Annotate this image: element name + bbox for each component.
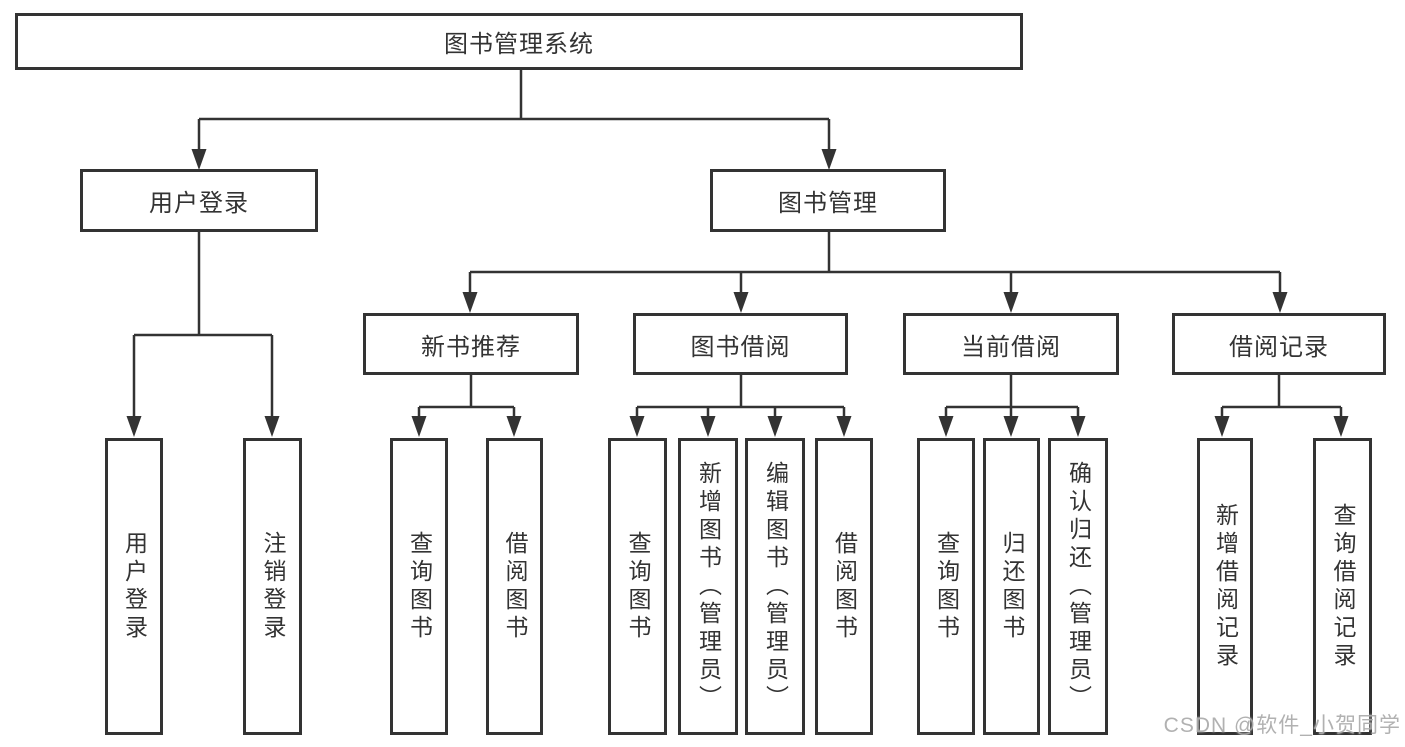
arrowhead-icon — [700, 416, 716, 437]
leaf-return-book: 归还图书 — [983, 438, 1040, 735]
node-book-management-label: 图书管理 — [778, 190, 878, 217]
node-user-login: 用户登录 — [80, 169, 318, 232]
leaf-edit-book-admin-label: 编辑图书（管理员） — [762, 460, 789, 713]
leaf-query-borrow-record-label: 查询借阅记录 — [1330, 502, 1356, 671]
leaf-return-book-label: 归还图书 — [999, 530, 1025, 643]
arrowhead-icon — [1070, 416, 1086, 437]
leaf-borrow-query-book-label: 查询图书 — [625, 530, 651, 643]
node-current-borrow: 当前借阅 — [903, 313, 1119, 375]
leaf-logout-label: 注销登录 — [260, 530, 286, 643]
arrowhead-icon — [1003, 292, 1019, 313]
arrowhead-icon — [836, 416, 852, 437]
connector-book-management-children — [462, 231, 1288, 313]
leaf-recommend-borrow-book: 借阅图书 — [486, 438, 543, 735]
connector-new-book-children — [411, 374, 522, 437]
leaf-recommend-query-book: 查询图书 — [390, 438, 448, 735]
leaf-user-login-label: 用户登录 — [121, 530, 148, 643]
node-root-system-label: 图书管理系统 — [444, 31, 594, 58]
node-user-login-label: 用户登录 — [149, 190, 249, 217]
leaf-query-borrow-record: 查询借阅记录 — [1313, 438, 1372, 735]
arrowhead-icon — [1333, 416, 1349, 437]
arrowhead-icon — [821, 149, 837, 170]
leaf-borrow-book: 借阅图书 — [815, 438, 873, 735]
node-book-management: 图书管理 — [710, 169, 946, 232]
leaf-current-query-book: 查询图书 — [917, 438, 975, 735]
connector-book-borrow-children — [629, 374, 852, 437]
leaf-confirm-return-admin: 确认归还（管理员） — [1048, 438, 1108, 735]
leaf-add-book-admin-label: 新增图书（管理员） — [695, 460, 722, 713]
node-book-borrow-label: 图书借阅 — [690, 333, 791, 361]
arrowhead-icon — [767, 416, 783, 437]
arrowhead-icon — [629, 416, 645, 437]
node-book-borrow: 图书借阅 — [633, 313, 848, 375]
arrowhead-icon — [191, 149, 207, 170]
arrowhead-icon — [1272, 292, 1288, 313]
leaf-current-query-book-label: 查询图书 — [933, 530, 960, 643]
node-current-borrow-label: 当前借阅 — [961, 333, 1061, 361]
leaf-borrow-book-label: 借阅图书 — [831, 530, 858, 643]
arrowhead-icon — [462, 292, 478, 313]
connector-root-to-level2 — [191, 69, 837, 170]
node-new-book-recommend-label: 新书推荐 — [421, 333, 521, 361]
leaf-recommend-borrow-book-label: 借阅图书 — [502, 530, 528, 643]
arrowhead-icon — [411, 416, 427, 437]
leaf-logout: 注销登录 — [243, 438, 302, 735]
leaf-add-borrow-record-label: 新增借阅记录 — [1212, 502, 1239, 671]
leaf-confirm-return-admin-label: 确认归还（管理员） — [1065, 460, 1092, 713]
node-borrow-records: 借阅记录 — [1172, 313, 1386, 375]
leaf-add-book-admin: 新增图书（管理员） — [678, 438, 738, 735]
leaf-borrow-query-book: 查询图书 — [608, 438, 667, 735]
arrowhead-icon — [1003, 416, 1019, 437]
connector-user-login-children — [126, 231, 280, 437]
arrowhead-icon — [733, 292, 749, 313]
arrowhead-icon — [126, 416, 142, 437]
arrowhead-icon — [938, 416, 954, 437]
arrowhead-icon — [506, 416, 522, 437]
leaf-user-login: 用户登录 — [105, 438, 163, 735]
leaf-add-borrow-record: 新增借阅记录 — [1197, 438, 1253, 735]
leaf-edit-book-admin: 编辑图书（管理员） — [745, 438, 805, 735]
node-borrow-records-label: 借阅记录 — [1229, 333, 1329, 361]
node-root-system: 图书管理系统 — [15, 13, 1023, 70]
arrowhead-icon — [264, 416, 280, 437]
connector-current-borrow-children — [938, 374, 1086, 437]
node-new-book-recommend: 新书推荐 — [363, 313, 579, 375]
arrowhead-icon — [1214, 416, 1230, 437]
leaf-recommend-query-book-label: 查询图书 — [406, 530, 433, 643]
connector-borrow-records-children — [1214, 374, 1349, 437]
